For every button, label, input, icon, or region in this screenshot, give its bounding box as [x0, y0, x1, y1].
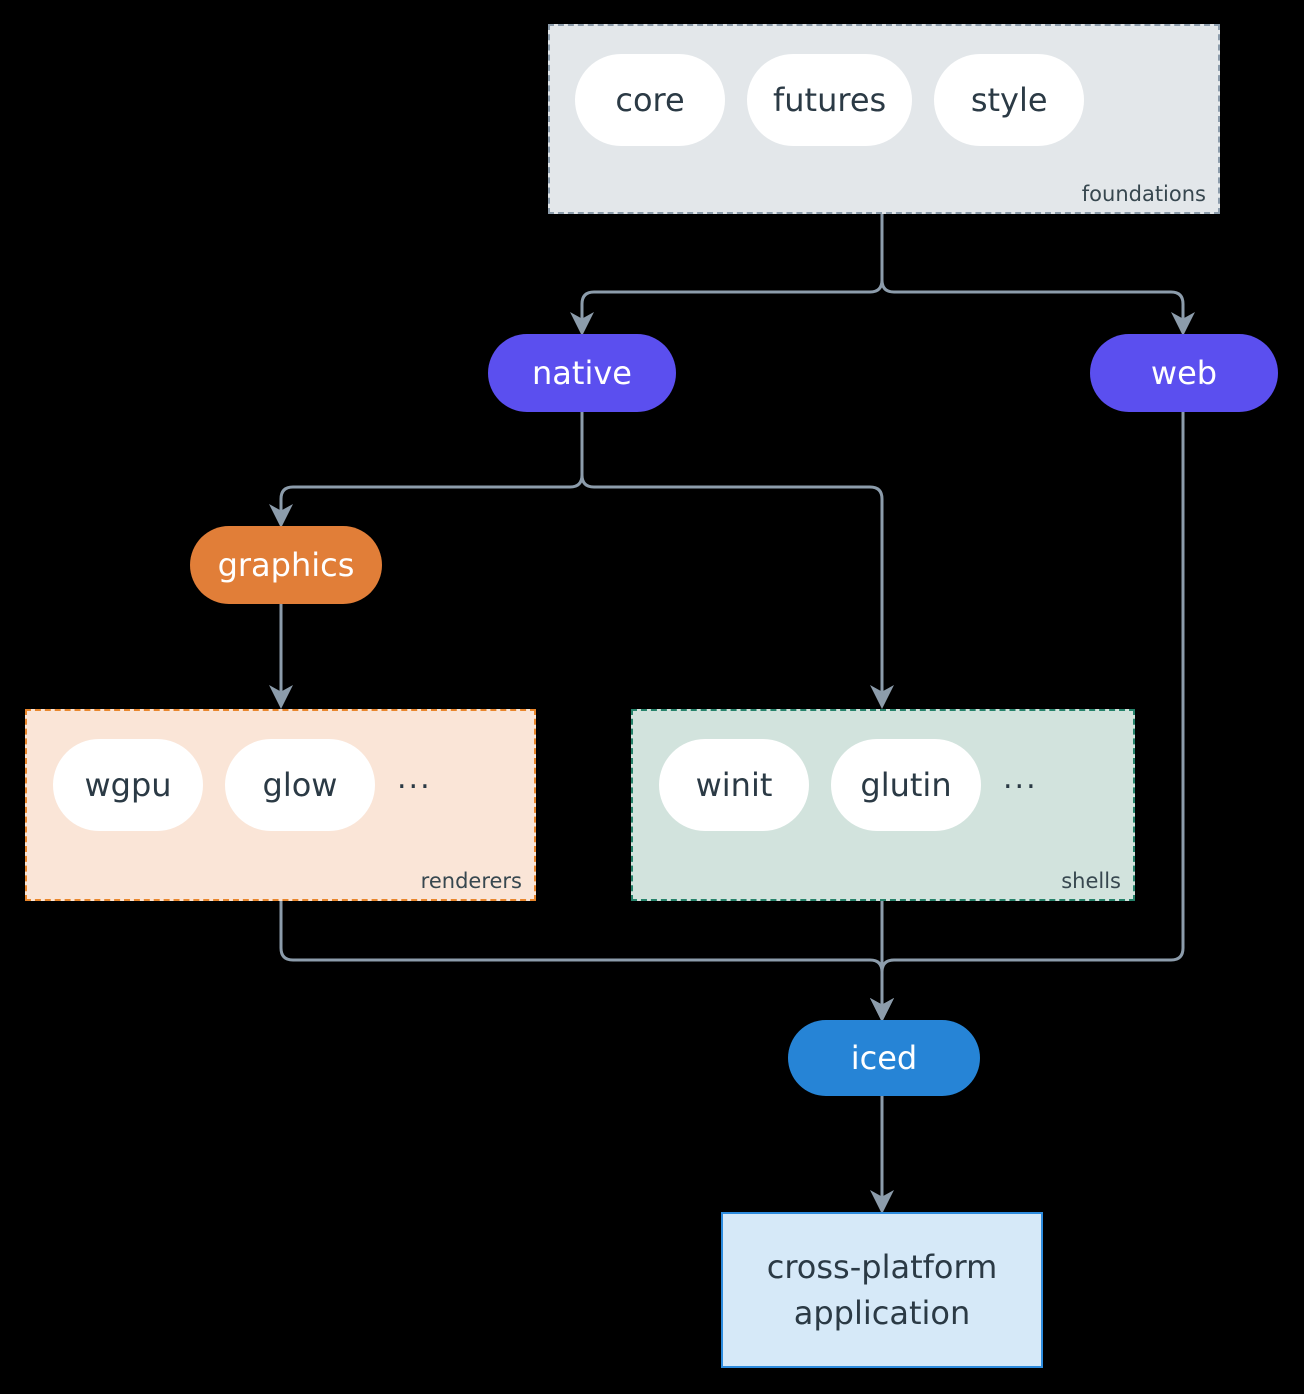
renderers-overflow-ellipsis: ...	[397, 760, 432, 796]
cluster-shells-items: winit glutin ...	[659, 739, 1038, 831]
leaf-futures[interactable]: futures	[747, 54, 913, 146]
node-web[interactable]: web	[1090, 334, 1278, 412]
node-graphics[interactable]: graphics	[190, 526, 382, 604]
cluster-shells-label: shells	[1061, 869, 1121, 893]
application-line-2: application	[793, 1294, 971, 1332]
leaf-glutin[interactable]: glutin	[831, 739, 981, 831]
cluster-foundations[interactable]: core futures style foundations	[548, 24, 1220, 214]
node-iced[interactable]: iced	[788, 1020, 980, 1096]
cluster-renderers-label: renderers	[420, 869, 522, 893]
cluster-renderers[interactable]: wgpu glow ... renderers	[25, 709, 536, 901]
cluster-foundations-items: core futures style	[575, 54, 1085, 146]
leaf-winit[interactable]: winit	[659, 739, 809, 831]
edge-foundations-native	[570, 214, 884, 336]
leaf-style[interactable]: style	[934, 54, 1085, 146]
edge-foundations-web	[880, 214, 1195, 336]
node-native[interactable]: native	[488, 334, 676, 412]
application-line-1: cross-platform	[766, 1247, 998, 1286]
leaf-core[interactable]: core	[575, 54, 725, 146]
edge-native-shells	[580, 412, 894, 709]
node-cross-platform-application[interactable]: cross-platform application	[721, 1212, 1043, 1368]
edge-native-graphics	[269, 412, 584, 528]
cluster-renderers-items: wgpu glow ...	[53, 739, 432, 831]
shells-overflow-ellipsis: ...	[1003, 760, 1038, 796]
leaf-glow[interactable]: glow	[225, 739, 375, 831]
edge-renderers-iced	[279, 901, 894, 1022]
leaf-wgpu[interactable]: wgpu	[53, 739, 203, 831]
cluster-foundations-label: foundations	[1081, 182, 1206, 206]
cluster-shells[interactable]: winit glutin ... shells	[631, 709, 1135, 901]
